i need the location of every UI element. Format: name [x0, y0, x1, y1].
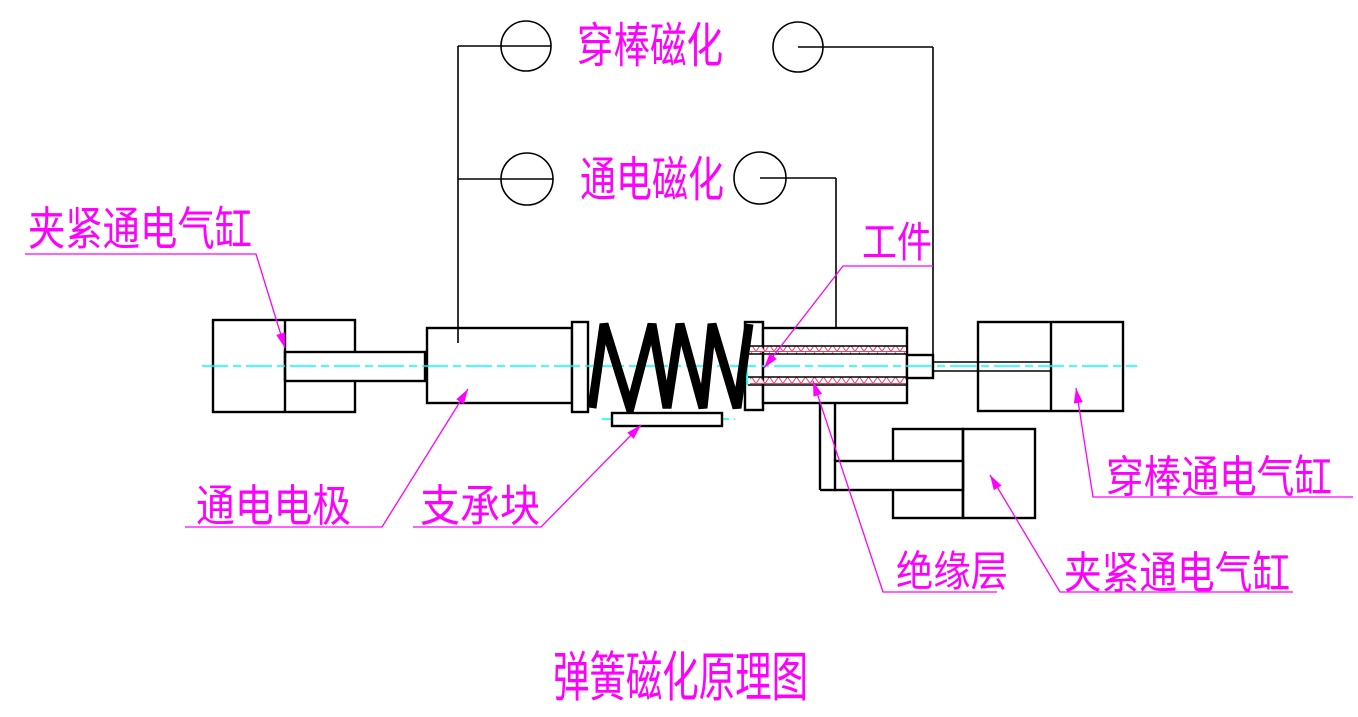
clamp-cylinder-lower-body [818, 403, 1037, 520]
electrode-body [425, 320, 590, 414]
diagram-title: 弹簧磁化原理图 [553, 646, 808, 709]
leader-electrode [185, 388, 469, 528]
piston-rod-lower [833, 459, 965, 492]
circuit-wiring [457, 20, 934, 355]
leader-insulation [812, 380, 997, 593]
leader-support-block [413, 424, 642, 528]
electrode-label: 通电电极 [196, 481, 351, 532]
clamp-cylinder-right-label: 夹紧通电气缸 [1064, 548, 1290, 599]
leader-clamp-left [25, 253, 286, 349]
clamp-cylinder-left-label: 夹紧通电气缸 [28, 202, 252, 256]
leader-lines [25, 253, 1353, 593]
leader-clamp-right [989, 474, 1293, 593]
insulation-layer-label: 绝缘层 [896, 547, 1008, 596]
power-source-icon [772, 21, 824, 73]
spring [587, 322, 754, 425]
leader-rod-cylinder [1075, 387, 1353, 498]
insulation-hatch-bottom [750, 377, 906, 385]
power-source-icon [500, 152, 554, 206]
support-block-label: 支承块 [420, 481, 540, 532]
power-source-icon [500, 20, 552, 72]
support-block [610, 411, 724, 428]
rod-magnetization-label: 穿棒磁化 [577, 18, 723, 74]
rod-cylinder-label: 穿棒通电气缸 [1106, 452, 1332, 503]
workpiece-label: 工件 [862, 218, 932, 267]
electrode-flange [570, 320, 590, 414]
current-magnetization-label: 通电磁化 [580, 152, 724, 208]
power-source-icon [733, 151, 787, 205]
leader-workpiece [763, 265, 933, 369]
insulation-hatch-top [750, 346, 906, 354]
